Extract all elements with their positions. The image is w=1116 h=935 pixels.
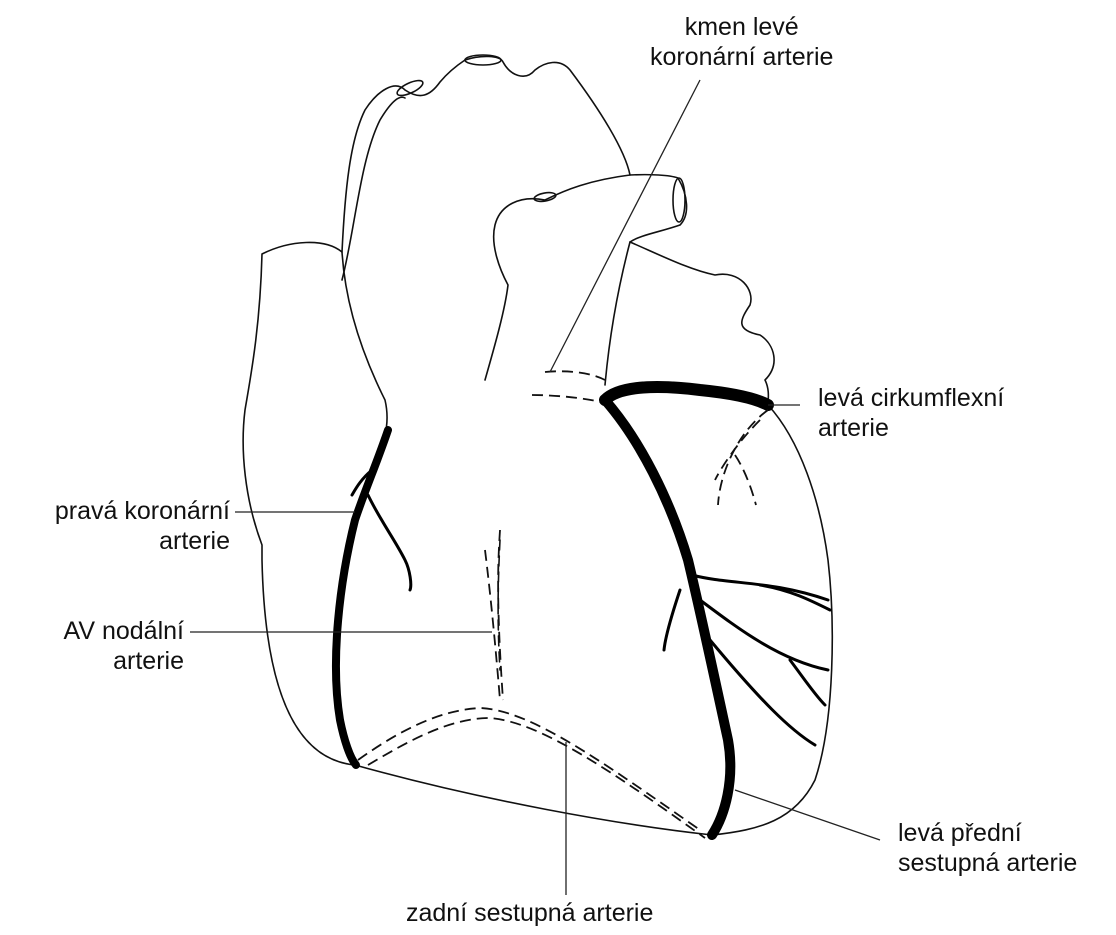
label-left-main-coronary: kmen levé koronární arterie (650, 12, 833, 72)
lad-branch-6 (664, 590, 680, 650)
vessel-opening-4 (673, 178, 685, 222)
lad-branch-3 (700, 600, 828, 670)
av-nodal-dashed-2 (498, 530, 503, 700)
label-lad-line2: sestupná arterie (898, 848, 1077, 878)
label-circumflex: levá cirkumflexní arterie (818, 383, 1004, 443)
left-main-dashed-upper (545, 371, 605, 380)
lad-branch-1 (692, 575, 828, 600)
label-lad-line1: levá přední (898, 818, 1077, 848)
aorta-inner (342, 97, 405, 280)
label-av-nodal-line2: arterie (8, 646, 184, 676)
circumflex-dashed-3 (735, 455, 756, 505)
label-posterior-descending: zadní sestupná arterie (406, 898, 653, 928)
label-lad: levá přední sestupná arterie (898, 818, 1077, 878)
label-posterior-descending-line1: zadní sestupná arterie (406, 898, 653, 928)
label-left-main-line2: koronární arterie (650, 42, 833, 72)
label-circumflex-line1: levá cirkumflexní (818, 383, 1004, 413)
label-right-coronary: pravá koronární arterie (8, 496, 230, 556)
label-right-coronary-line1: pravá koronární (8, 496, 230, 526)
label-circumflex-line2: arterie (818, 413, 1004, 443)
left-anterior-descending-artery (605, 400, 730, 835)
leader-lad (735, 790, 880, 840)
left-circumflex-artery (605, 387, 768, 405)
circumflex-dashed-2 (715, 420, 760, 480)
posterior-descending-dashed-2 (368, 718, 705, 838)
pulmonary-trunk-right (605, 242, 630, 385)
left-main-dashed-lower (532, 395, 600, 402)
label-av-nodal-line1: AV nodální (8, 616, 184, 646)
label-right-coronary-line2: arterie (8, 526, 230, 556)
label-left-main-line1: kmen levé (650, 12, 833, 42)
label-av-nodal: AV nodální arterie (8, 616, 184, 676)
posterior-descending-dashed-1 (358, 708, 700, 830)
circumflex-dashed-1 (718, 410, 768, 505)
heart-outline (243, 56, 832, 835)
right-atrium-edge (342, 252, 387, 470)
rca-branch-2 (368, 495, 411, 590)
